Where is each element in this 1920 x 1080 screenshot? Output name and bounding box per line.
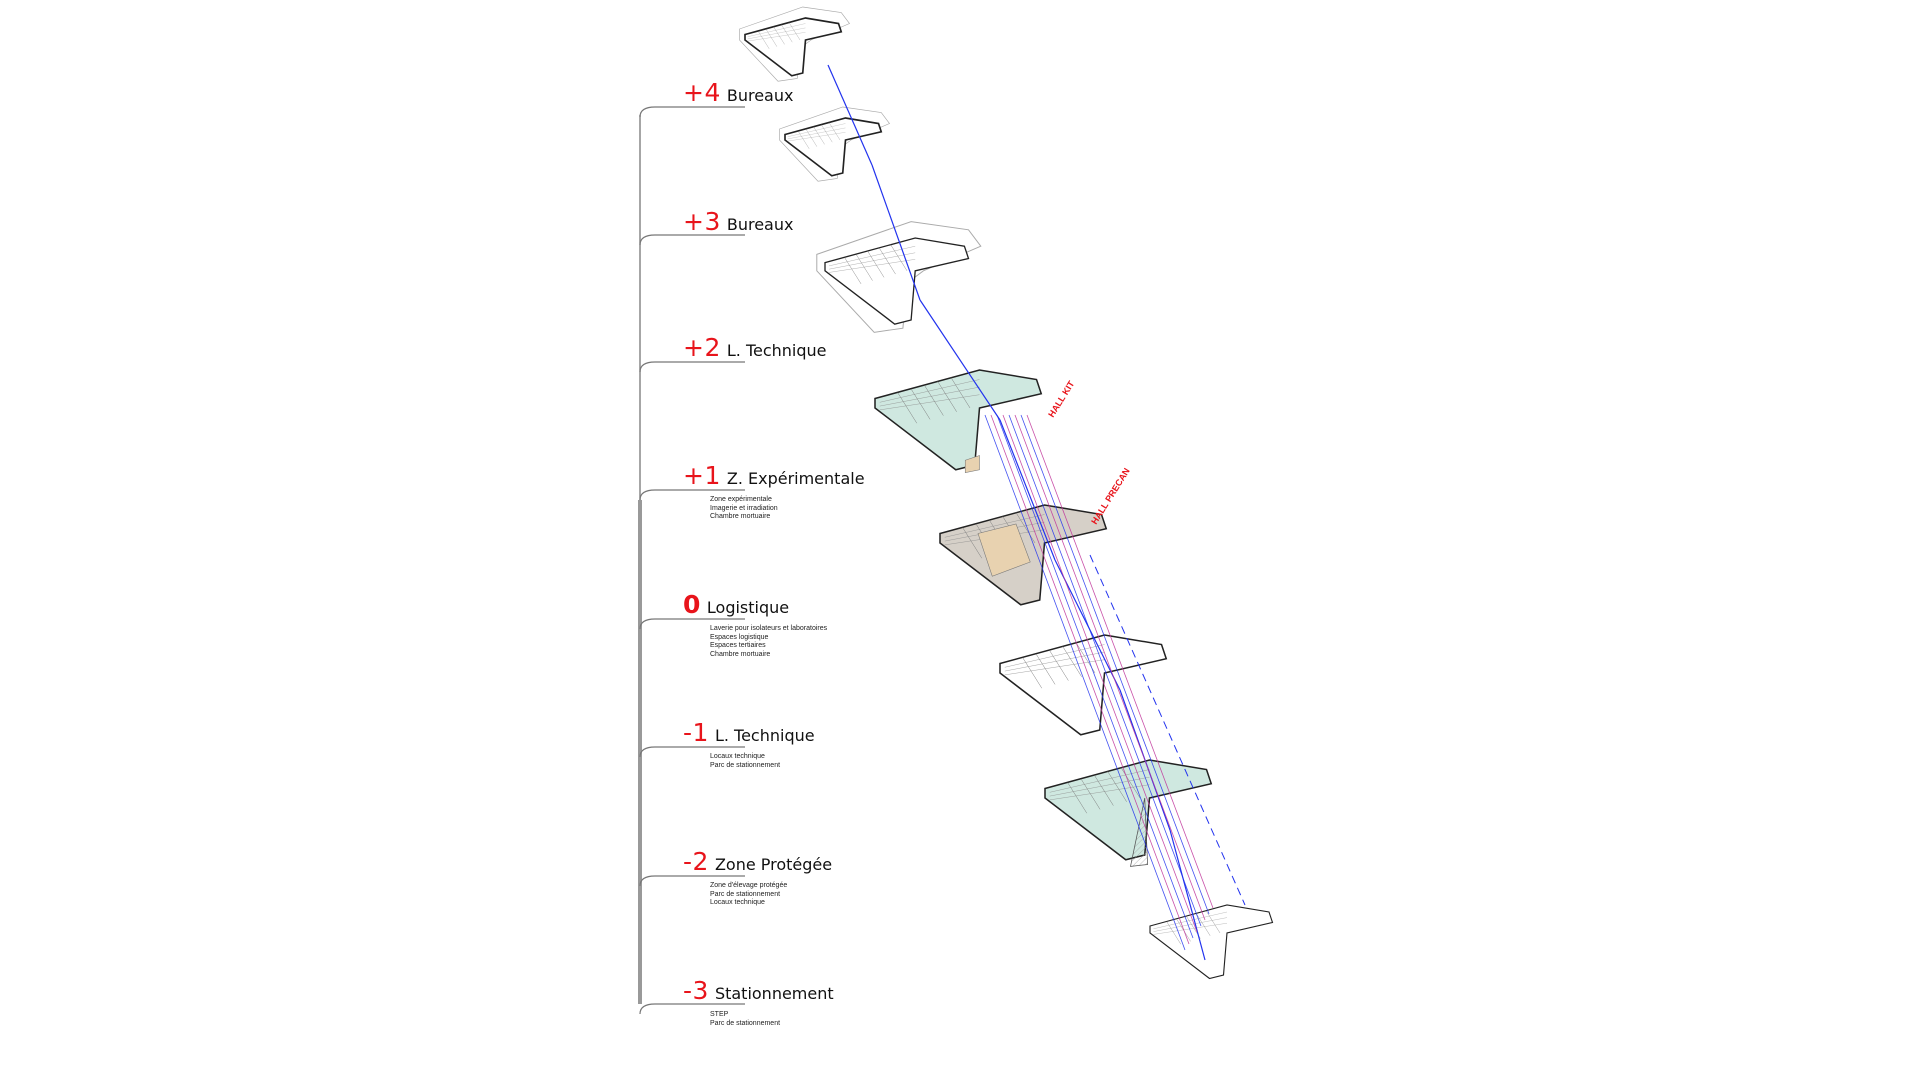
level-number: -3	[683, 976, 709, 1005]
floor-plate-4	[874, 369, 1043, 473]
shaft-line	[1089, 554, 1246, 906]
shaft-line	[1026, 414, 1214, 909]
level-number: 0	[683, 590, 701, 619]
level-name: Stationnement	[714, 984, 834, 1003]
level-heading: +4 Bureaux	[683, 80, 793, 110]
level-name: Bureaux	[726, 215, 794, 234]
shaft-line	[1008, 414, 1202, 927]
level-number: -1	[683, 718, 709, 747]
level-1: +4 Bureaux	[683, 80, 793, 160]
level-description-line: STEP	[710, 1011, 729, 1018]
bracket-tick	[639, 618, 745, 630]
level-heading: +1 Z. Expérimentale	[683, 463, 865, 493]
level-description-line: Imagerie et irradiation	[710, 504, 778, 512]
shaft-line	[996, 414, 1194, 939]
level-description-line: Zone d'élevage protégée	[710, 882, 788, 889]
hall-precan-label: HALL PRECAN	[1089, 466, 1132, 526]
shaft-line	[1002, 414, 1198, 933]
floor-plate-3	[816, 221, 982, 333]
shaft-line	[1020, 414, 1210, 915]
level-description-line: Zone expérimentale	[710, 496, 772, 503]
level-number: -2	[683, 847, 709, 876]
floor-plate-6	[999, 634, 1168, 736]
floor-plate-7	[1044, 759, 1213, 867]
level-description-line: Espaces logistique	[710, 633, 769, 641]
level-description-line: Laverie pour isolateurs et laboratoires	[710, 625, 828, 632]
shaft-line	[1169, 829, 1206, 961]
bracket-tick	[639, 875, 745, 887]
bracket-tick	[639, 234, 745, 246]
shaft-line	[871, 164, 921, 301]
level-heading: -1 L. Technique	[683, 720, 815, 750]
bracket-tick	[639, 361, 745, 373]
level-description-line: Locaux technique	[710, 753, 765, 760]
level-number: +4	[683, 78, 721, 107]
hall-labels: HALL KIT HALL PRECAN	[1046, 379, 1132, 526]
level-2: +3 Bureaux	[683, 209, 793, 289]
bracket-tick	[639, 489, 745, 501]
shaft-line	[999, 419, 1056, 561]
shaft-line	[919, 299, 1001, 421]
floor-plate-2	[779, 106, 891, 182]
level-bracket	[638, 106, 745, 1015]
level-number: +3	[683, 207, 721, 236]
level-heading: 0 Logistique	[683, 592, 827, 622]
level-description-line: Chambre mortuaire	[710, 513, 771, 520]
bracket-tick	[639, 106, 745, 118]
level-number: +1	[683, 461, 721, 490]
level-name: L. Technique	[714, 726, 815, 745]
level-heading: +3 Bureaux	[683, 209, 793, 239]
hall-kit-label: HALL KIT	[1046, 379, 1076, 419]
level-name: Zone Protégée	[714, 855, 833, 874]
level-description-line: Locaux technique	[710, 899, 765, 906]
level-heading: -3 Stationnement	[683, 978, 834, 1008]
shaft-line	[984, 414, 1186, 951]
floor-plate-1	[739, 6, 851, 82]
level-description-line: Parc de stationnement	[710, 1019, 781, 1027]
level-heading: -2 Zone Protégée	[683, 849, 832, 879]
level-name: L. Technique	[726, 341, 827, 360]
shaft-line	[1014, 414, 1206, 921]
level-number: +2	[683, 333, 721, 362]
level-heading: +2 L. Technique	[683, 335, 827, 365]
level-description-line: Chambre mortuaire	[710, 650, 771, 658]
level-description-line: Parc de stationnement	[710, 761, 781, 769]
bracket-tick	[639, 1003, 745, 1015]
level-3: +2 L. Technique	[683, 335, 827, 415]
floor-plate-5	[939, 504, 1108, 606]
level-description-line: Parc de stationnement	[710, 890, 781, 898]
shaft-line	[990, 414, 1190, 945]
vertical-shafts	[827, 64, 1246, 961]
level-name: Logistique	[706, 598, 790, 617]
shaft-line	[827, 64, 873, 166]
floor-plate-8	[1149, 904, 1274, 980]
level-name: Bureaux	[726, 86, 794, 105]
level-name: Z. Expérimentale	[726, 469, 865, 488]
level-description-line: Espaces tertiaires	[710, 642, 766, 649]
bracket-tick	[639, 746, 745, 758]
